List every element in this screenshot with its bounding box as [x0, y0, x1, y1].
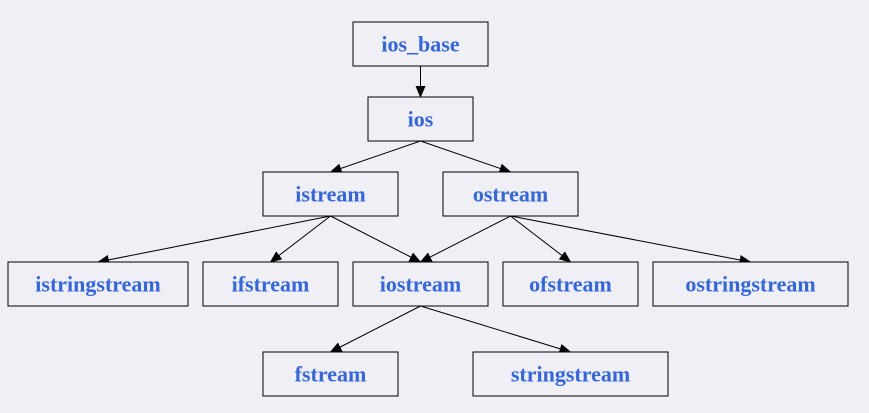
node-label-ifstream: ifstream	[232, 272, 310, 297]
node-label-ostream: ostream	[473, 182, 548, 207]
node-label-ostringstream: ostringstream	[685, 272, 815, 297]
edge-iostream-to-stringstream	[420, 305, 572, 354]
node-ostream[interactable]: ostream	[442, 171, 579, 217]
node-istream[interactable]: istream	[262, 171, 399, 217]
node-iostream[interactable]: iostream	[352, 261, 489, 307]
node-label-stringstream: stringstream	[511, 362, 630, 387]
node-ios[interactable]: ios	[367, 96, 474, 142]
node-label-ofstream: ofstream	[529, 272, 612, 297]
edge-ios-to-ostream	[420, 140, 512, 174]
edge-iostream-to-fstream	[329, 305, 421, 353]
edge-ios-to-istream	[329, 140, 421, 174]
node-fstream[interactable]: fstream	[262, 351, 399, 397]
node-istringstream[interactable]: istringstream	[7, 261, 189, 307]
node-stringstream[interactable]: stringstream	[472, 351, 669, 397]
edge-ostream-to-ofstream	[510, 215, 572, 263]
node-label-ios_base: ios_base	[381, 32, 459, 57]
edge-istream-to-ifstream	[269, 215, 331, 263]
edge-istream-to-istringstream	[97, 215, 331, 265]
node-label-istream: istream	[295, 182, 365, 207]
node-ofstream[interactable]: ofstream	[502, 261, 639, 307]
edge-istream-to-iostream	[330, 215, 422, 263]
node-label-ios: ios	[408, 107, 434, 132]
edge-ostream-to-iostream	[419, 215, 511, 263]
edge-ostream-to-ostringstream	[510, 215, 752, 265]
node-ifstream[interactable]: ifstream	[202, 261, 339, 307]
node-ios_base[interactable]: ios_base	[352, 21, 489, 67]
node-label-istringstream: istringstream	[35, 272, 160, 297]
node-label-iostream: iostream	[380, 272, 461, 297]
node-label-fstream: fstream	[295, 362, 367, 387]
edges-group	[97, 66, 752, 354]
node-ostringstream[interactable]: ostringstream	[652, 261, 849, 307]
